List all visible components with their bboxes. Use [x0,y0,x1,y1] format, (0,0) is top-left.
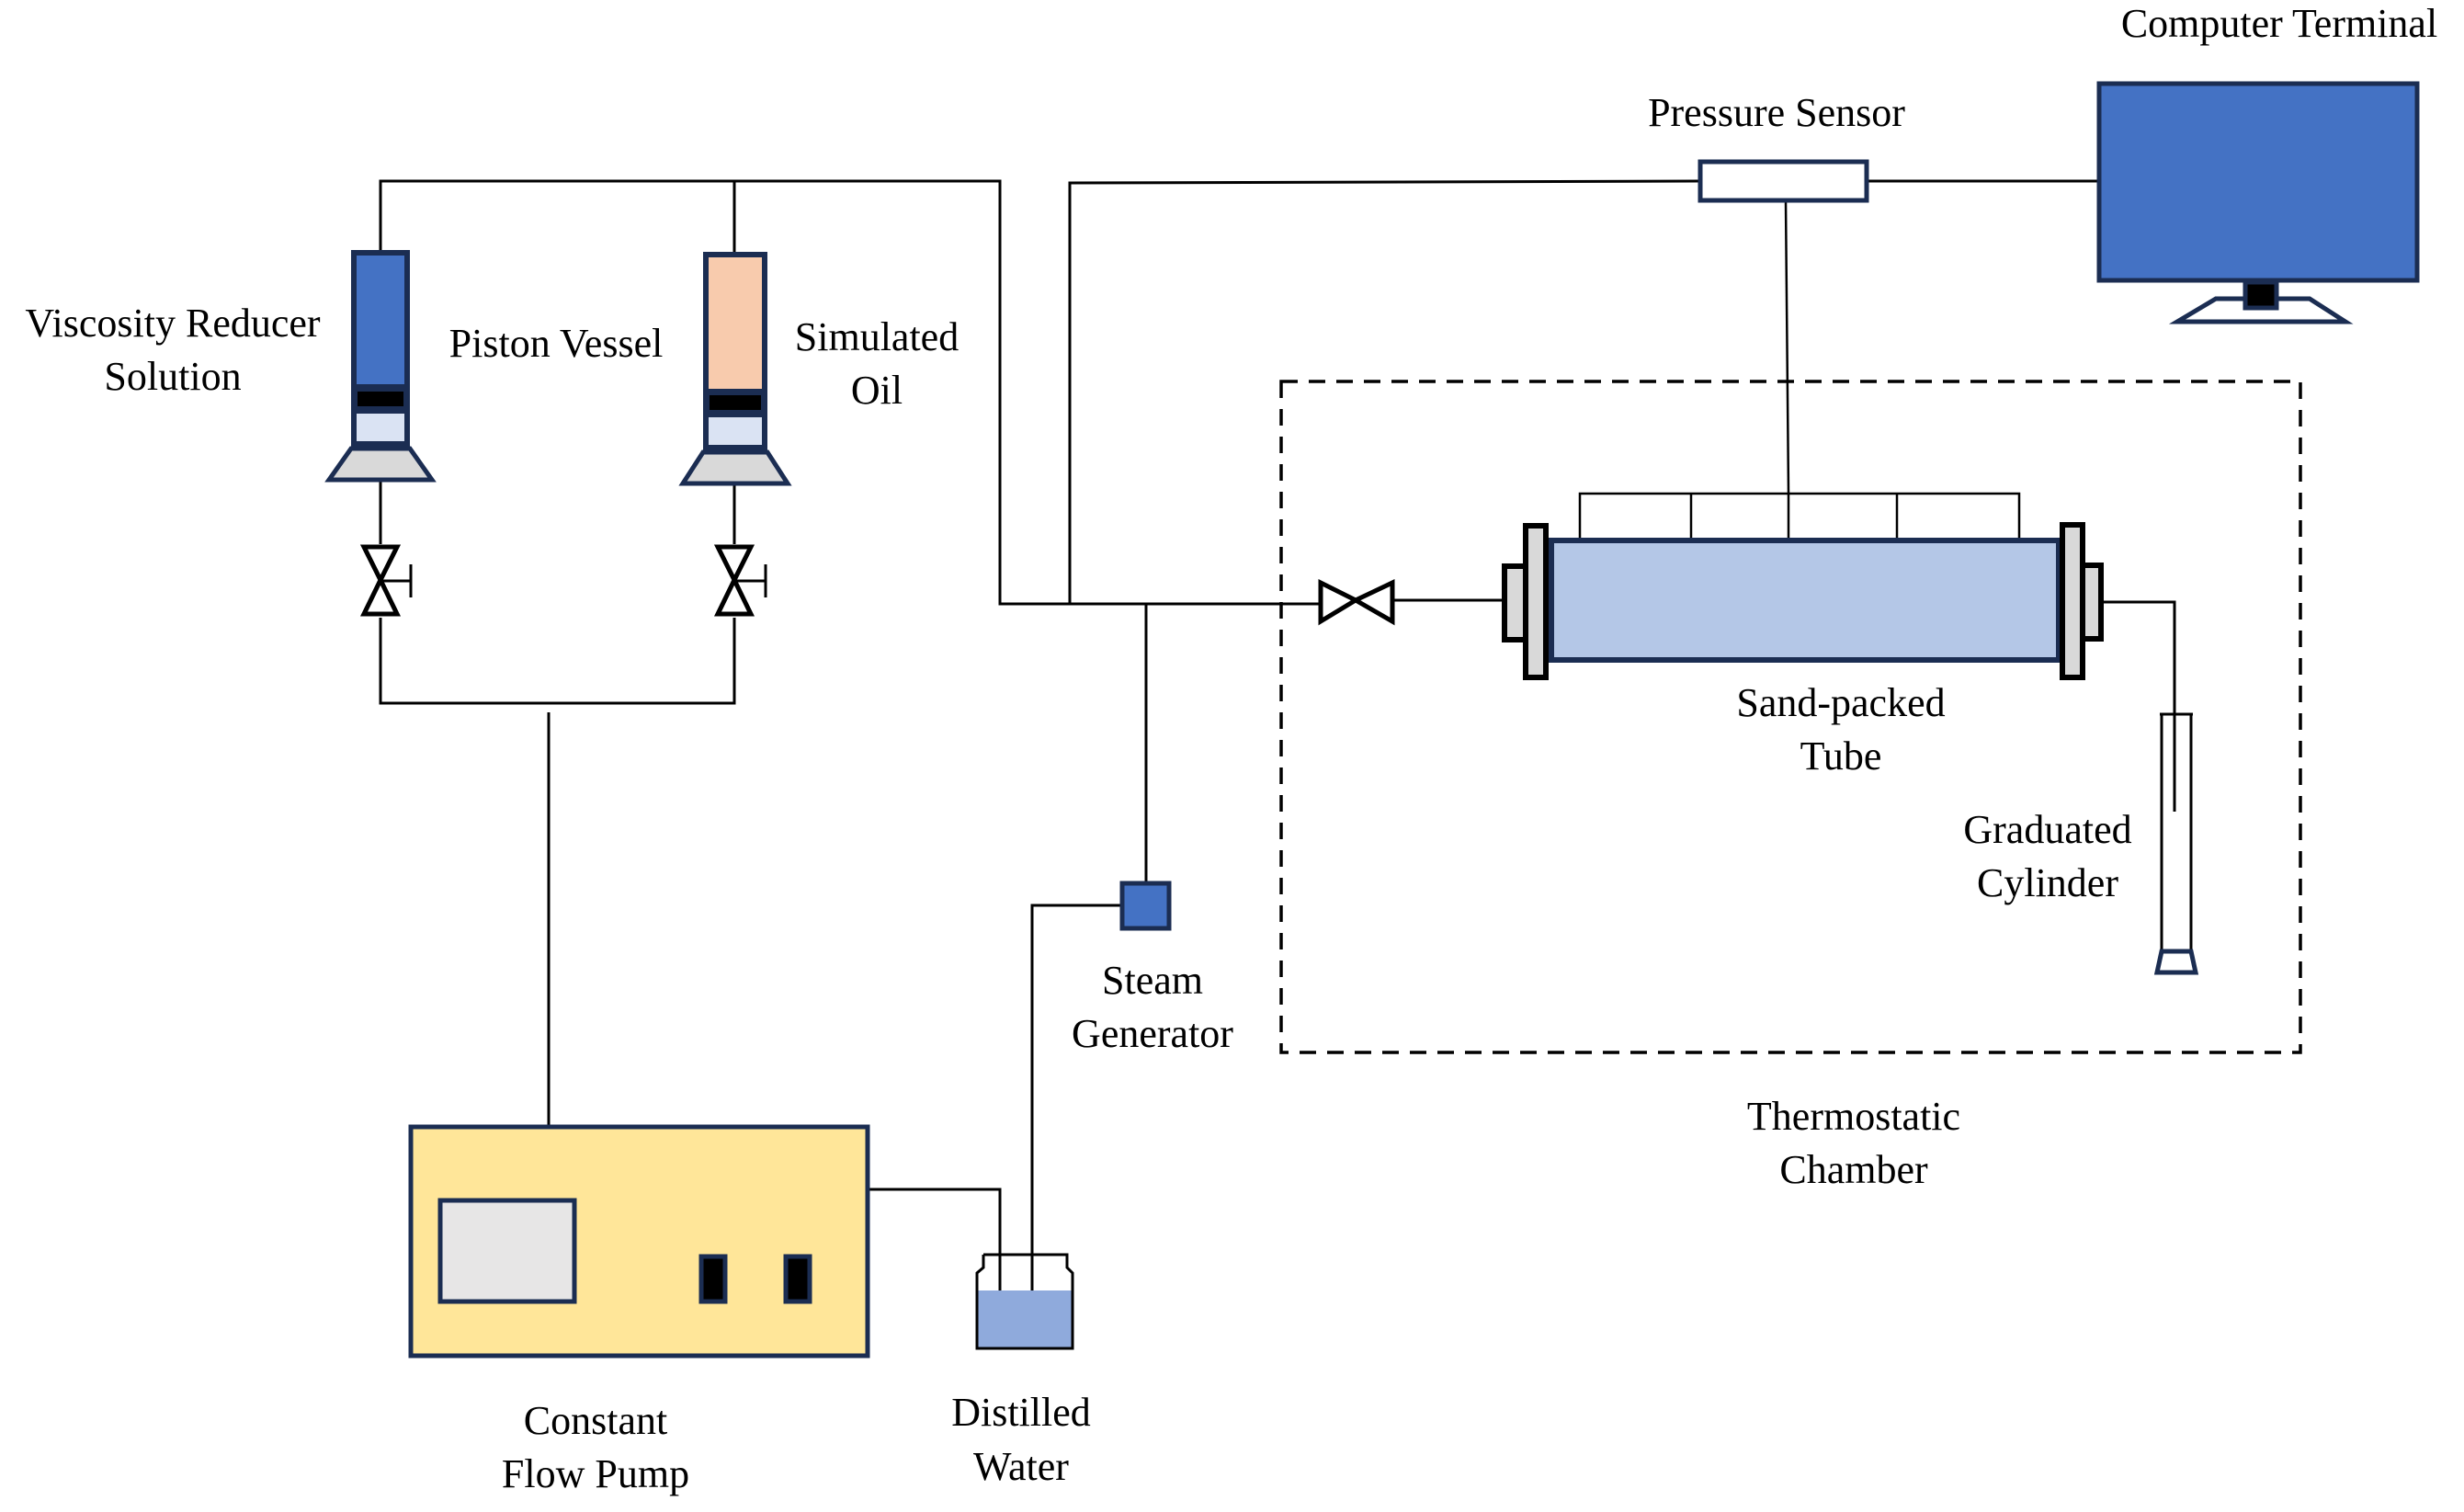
pipe-pump-manifold [379,618,736,705]
label-computer-terminal: Computer Terminal [2121,1,2437,46]
label-constant-flow-pump-line2: Flow Pump [502,1451,689,1496]
pipe-water-to-steam [1030,904,1122,1326]
labels: Viscosity Reducer Solution Piston Vessel… [25,1,2437,1496]
pipe-tube-outlet [2103,600,2176,812]
piston-head [358,392,403,406]
label-graduated-cylinder-line2: Cylinder [1977,860,2118,905]
tube-fitting-right [2080,563,2104,642]
distilled-water-bottle-icon [975,1253,1074,1350]
vessel-base [324,446,437,483]
valve-oil-icon[interactable] [713,544,767,617]
pressure-tap-manifold [1578,492,2021,540]
piston-vessel-oil [678,252,792,486]
label-simulated-oil-line2: Oil [851,368,903,413]
label-distilled-water-line2: Water [973,1444,1069,1489]
vessel-base [678,449,792,486]
computer-terminal-icon [2096,81,2420,324]
valve-inlet-icon[interactable] [1318,578,1395,626]
pump-display [437,1198,577,1304]
pipe-vessel-header [379,179,1320,606]
pressure-sensor [1698,159,1869,203]
pipe-pump-to-water [869,1188,1002,1326]
thermostatic-chamber [1279,380,2302,1054]
label-sand-packed-tube-line2: Tube [1800,733,1882,779]
label-sand-packed-tube-line1: Sand-packed [1736,680,1945,725]
label-steam-generator-line2: Generator [1072,1011,1233,1056]
label-simulated-oil-line1: Simulated [795,314,959,359]
label-pressure-sensor: Pressure Sensor [1648,90,1905,135]
pipe-sensor-to-taps [1784,199,1790,495]
label-viscosity-reducer-line2: Solution [104,354,241,399]
pump-button-2[interactable] [783,1254,812,1304]
tube-fitting-left [1502,563,1528,642]
valve-reducer-icon[interactable] [359,544,413,617]
label-graduated-cylinder-line1: Graduated [1963,807,2131,852]
oil-fluid [709,257,762,389]
tube-flange-right [2060,522,2085,680]
piston-vessel-reducer [324,250,437,483]
label-thermostatic-chamber-line1: Thermostatic [1747,1094,1960,1139]
sand-packed-tube [1502,522,2104,680]
graduated-cylinder-icon [2153,712,2199,975]
constant-flow-pump [408,1124,870,1359]
tube-flange-left [1523,523,1549,680]
steam-generator [1119,881,1172,931]
label-viscosity-reducer-line1: Viscosity Reducer [25,301,321,346]
piston-head [710,395,761,410]
label-distilled-water-line1: Distilled [951,1390,1091,1435]
reducer-fluid [357,256,404,384]
pipe-to-pressure-sensor [1068,179,1700,604]
pump-button-1[interactable] [698,1254,728,1304]
piping [379,179,2176,1326]
label-thermostatic-chamber-line2: Chamber [1779,1147,1928,1192]
label-steam-generator-line1: Steam [1102,958,1203,1003]
label-constant-flow-pump-line1: Constant [524,1398,667,1443]
label-piston-vessel: Piston Vessel [449,321,664,366]
